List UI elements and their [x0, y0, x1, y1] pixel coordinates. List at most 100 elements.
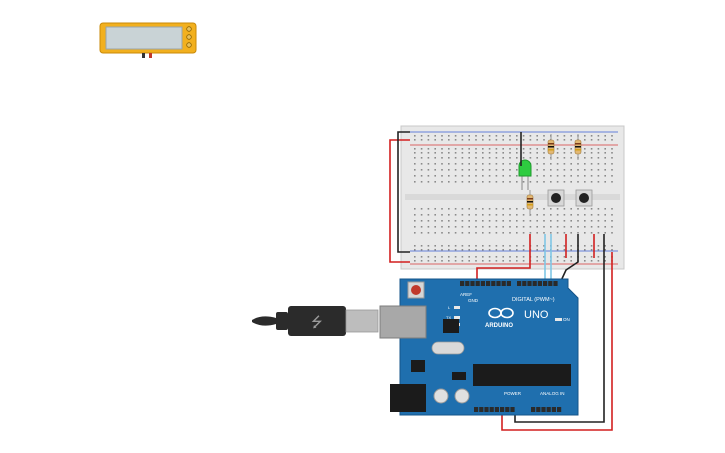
- breadboard-hole[interactable]: [502, 175, 504, 177]
- breadboard-hole[interactable]: [420, 169, 423, 171]
- breadboard-hole[interactable]: [556, 181, 559, 183]
- breadboard-hole[interactable]: [550, 163, 552, 165]
- breadboard-hole[interactable]: [516, 260, 518, 262]
- breadboard-hole[interactable]: [475, 175, 477, 177]
- breadboard-hole[interactable]: [570, 249, 572, 251]
- breadboard-hole[interactable]: [516, 169, 518, 171]
- breadboard-hole[interactable]: [475, 220, 477, 222]
- resistor-3[interactable]: [526, 190, 534, 216]
- breadboard-hole[interactable]: [516, 181, 518, 183]
- breadboard-hole[interactable]: [448, 232, 450, 234]
- header-pin[interactable]: [496, 281, 501, 286]
- breadboard-hole[interactable]: [414, 135, 416, 137]
- breadboard-hole[interactable]: [597, 148, 600, 150]
- breadboard-hole[interactable]: [584, 175, 586, 177]
- breadboard-hole[interactable]: [448, 245, 450, 247]
- breadboard-hole[interactable]: [468, 208, 470, 210]
- breadboard-hole[interactable]: [604, 148, 606, 150]
- breadboard-hole[interactable]: [611, 135, 613, 137]
- breadboard-hole[interactable]: [468, 226, 470, 228]
- breadboard-hole[interactable]: [556, 175, 559, 177]
- breadboard-hole[interactable]: [611, 249, 613, 251]
- breadboard-hole[interactable]: [577, 226, 579, 228]
- breadboard-hole[interactable]: [584, 232, 586, 234]
- breadboard-hole[interactable]: [563, 148, 566, 150]
- breadboard-hole[interactable]: [495, 214, 498, 216]
- header-pin[interactable]: [557, 407, 562, 412]
- breadboard-hole[interactable]: [427, 148, 430, 150]
- breadboard-hole[interactable]: [420, 208, 423, 210]
- breadboard-hole[interactable]: [604, 220, 606, 222]
- breadboard-hole[interactable]: [509, 226, 511, 228]
- breadboard-hole[interactable]: [454, 208, 457, 210]
- breadboard-hole[interactable]: [611, 169, 613, 171]
- breadboard-hole[interactable]: [611, 208, 613, 210]
- breadboard-hole[interactable]: [522, 220, 525, 222]
- breadboard-hole[interactable]: [454, 214, 457, 216]
- breadboard-hole[interactable]: [414, 226, 416, 228]
- breadboard-hole[interactable]: [448, 220, 450, 222]
- breadboard-hole[interactable]: [556, 208, 559, 210]
- breadboard-hole[interactable]: [461, 220, 464, 222]
- breadboard-hole[interactable]: [495, 220, 498, 222]
- lcd-display-module[interactable]: [99, 22, 197, 58]
- breadboard-hole[interactable]: [441, 226, 443, 228]
- breadboard-hole[interactable]: [556, 163, 559, 165]
- breadboard-hole[interactable]: [522, 152, 525, 154]
- breadboard-hole[interactable]: [584, 139, 586, 141]
- breadboard-hole[interactable]: [427, 139, 430, 141]
- breadboard-hole[interactable]: [495, 175, 498, 177]
- header-pin[interactable]: [510, 407, 515, 412]
- breadboard-hole[interactable]: [434, 220, 436, 222]
- breadboard-hole[interactable]: [522, 232, 525, 234]
- breadboard-hole[interactable]: [414, 152, 416, 154]
- breadboard-hole[interactable]: [597, 260, 600, 262]
- breadboard-hole[interactable]: [597, 226, 600, 228]
- breadboard-hole[interactable]: [509, 181, 511, 183]
- breadboard-hole[interactable]: [414, 139, 416, 141]
- breadboard-hole[interactable]: [522, 214, 525, 216]
- breadboard-hole[interactable]: [414, 245, 416, 247]
- breadboard-hole[interactable]: [441, 249, 443, 251]
- breadboard-hole[interactable]: [516, 226, 518, 228]
- breadboard-hole[interactable]: [461, 148, 464, 150]
- breadboard-hole[interactable]: [441, 157, 443, 159]
- wire-red[interactable]: [389, 139, 410, 263]
- breadboard-hole[interactable]: [468, 256, 470, 258]
- breadboard-hole[interactable]: [420, 214, 423, 216]
- breadboard-hole[interactable]: [550, 232, 552, 234]
- reset-button[interactable]: [411, 285, 421, 295]
- breadboard-hole[interactable]: [488, 169, 491, 171]
- breadboard-hole[interactable]: [584, 220, 586, 222]
- breadboard-hole[interactable]: [475, 157, 477, 159]
- breadboard-hole[interactable]: [420, 232, 423, 234]
- breadboard-hole[interactable]: [516, 214, 518, 216]
- breadboard-hole[interactable]: [509, 208, 511, 210]
- breadboard-hole[interactable]: [584, 249, 586, 251]
- breadboard-hole[interactable]: [556, 226, 559, 228]
- breadboard-hole[interactable]: [597, 249, 600, 251]
- breadboard-hole[interactable]: [468, 163, 470, 165]
- breadboard-hole[interactable]: [434, 256, 436, 258]
- breadboard-hole[interactable]: [434, 214, 436, 216]
- breadboard-hole[interactable]: [590, 181, 593, 183]
- breadboard-hole[interactable]: [536, 226, 538, 228]
- header-pin[interactable]: [527, 281, 532, 286]
- breadboard-hole[interactable]: [495, 260, 498, 262]
- breadboard-hole[interactable]: [461, 157, 464, 159]
- breadboard-hole[interactable]: [543, 181, 545, 183]
- breadboard-hole[interactable]: [529, 181, 532, 183]
- breadboard-hole[interactable]: [502, 220, 504, 222]
- breadboard-hole[interactable]: [563, 163, 566, 165]
- breadboard-hole[interactable]: [543, 208, 545, 210]
- breadboard-hole[interactable]: [522, 249, 525, 251]
- breadboard-hole[interactable]: [570, 175, 572, 177]
- breadboard-hole[interactable]: [611, 139, 613, 141]
- breadboard-hole[interactable]: [563, 169, 566, 171]
- breadboard-hole[interactable]: [454, 139, 457, 141]
- breadboard-hole[interactable]: [427, 135, 430, 137]
- breadboard-hole[interactable]: [475, 152, 477, 154]
- breadboard-hole[interactable]: [448, 148, 450, 150]
- breadboard-hole[interactable]: [488, 256, 491, 258]
- breadboard-hole[interactable]: [543, 175, 545, 177]
